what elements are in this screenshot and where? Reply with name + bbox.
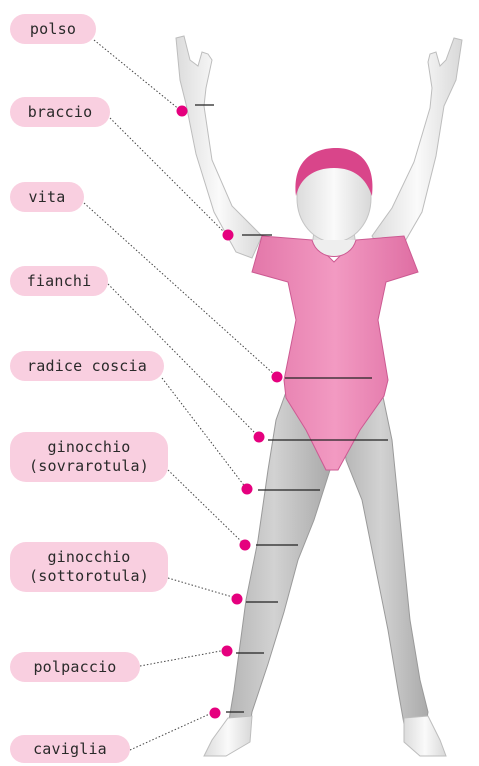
label-braccio: braccio [10, 97, 110, 127]
label-polpaccio: polpaccio [10, 652, 140, 682]
label-fianchi-text: fianchi [10, 266, 108, 296]
leader-caviglia [130, 712, 214, 750]
marker-polpaccio [222, 646, 233, 657]
label-caviglia: caviglia [10, 735, 130, 763]
label-polpaccio-text: polpaccio [10, 652, 140, 682]
label-ginocchio-sottorotula: ginocchio (sottorotula) [10, 542, 168, 592]
right-leg [342, 392, 428, 724]
right-foot [404, 716, 446, 756]
marker-radice-coscia [242, 484, 253, 495]
marker-braccio [223, 230, 234, 241]
leader-radice-coscia [162, 378, 246, 488]
label-caviglia-text: caviglia [10, 735, 130, 763]
label-polso: polso [10, 14, 96, 44]
left-arm [176, 36, 262, 258]
label-braccio-text: braccio [10, 97, 110, 127]
leader-polpaccio [140, 650, 226, 666]
leader-ginocchio-sovra [168, 470, 244, 544]
label-vita: vita [10, 182, 84, 212]
marker-caviglia [210, 708, 221, 719]
label-fianchi: fianchi [10, 266, 108, 296]
label-ginocchio-sottorotula-line1: ginocchio [10, 548, 168, 567]
label-ginocchio-sottorotula-line2: (sottorotula) [10, 567, 168, 586]
left-foot [204, 716, 252, 756]
label-ginocchio-sovrarotula: ginocchio (sovrarotula) [10, 432, 168, 482]
marker-fianchi [254, 432, 265, 443]
marker-ginocchio-sovra [240, 540, 251, 551]
marker-vita [272, 372, 283, 383]
label-ginocchio-sovrarotula-line2: (sovrarotula) [10, 457, 168, 476]
label-vita-text: vita [10, 182, 84, 212]
label-polso-text: polso [10, 14, 96, 44]
marker-polso [177, 106, 188, 117]
label-radice-coscia-text: radice coscia [10, 351, 164, 381]
marker-ginocchio-sotto [232, 594, 243, 605]
label-radice-coscia: radice coscia [10, 351, 164, 381]
label-ginocchio-sovrarotula-line1: ginocchio [10, 438, 168, 457]
right-arm [372, 38, 462, 258]
leader-ginocchio-sotto [168, 578, 236, 598]
